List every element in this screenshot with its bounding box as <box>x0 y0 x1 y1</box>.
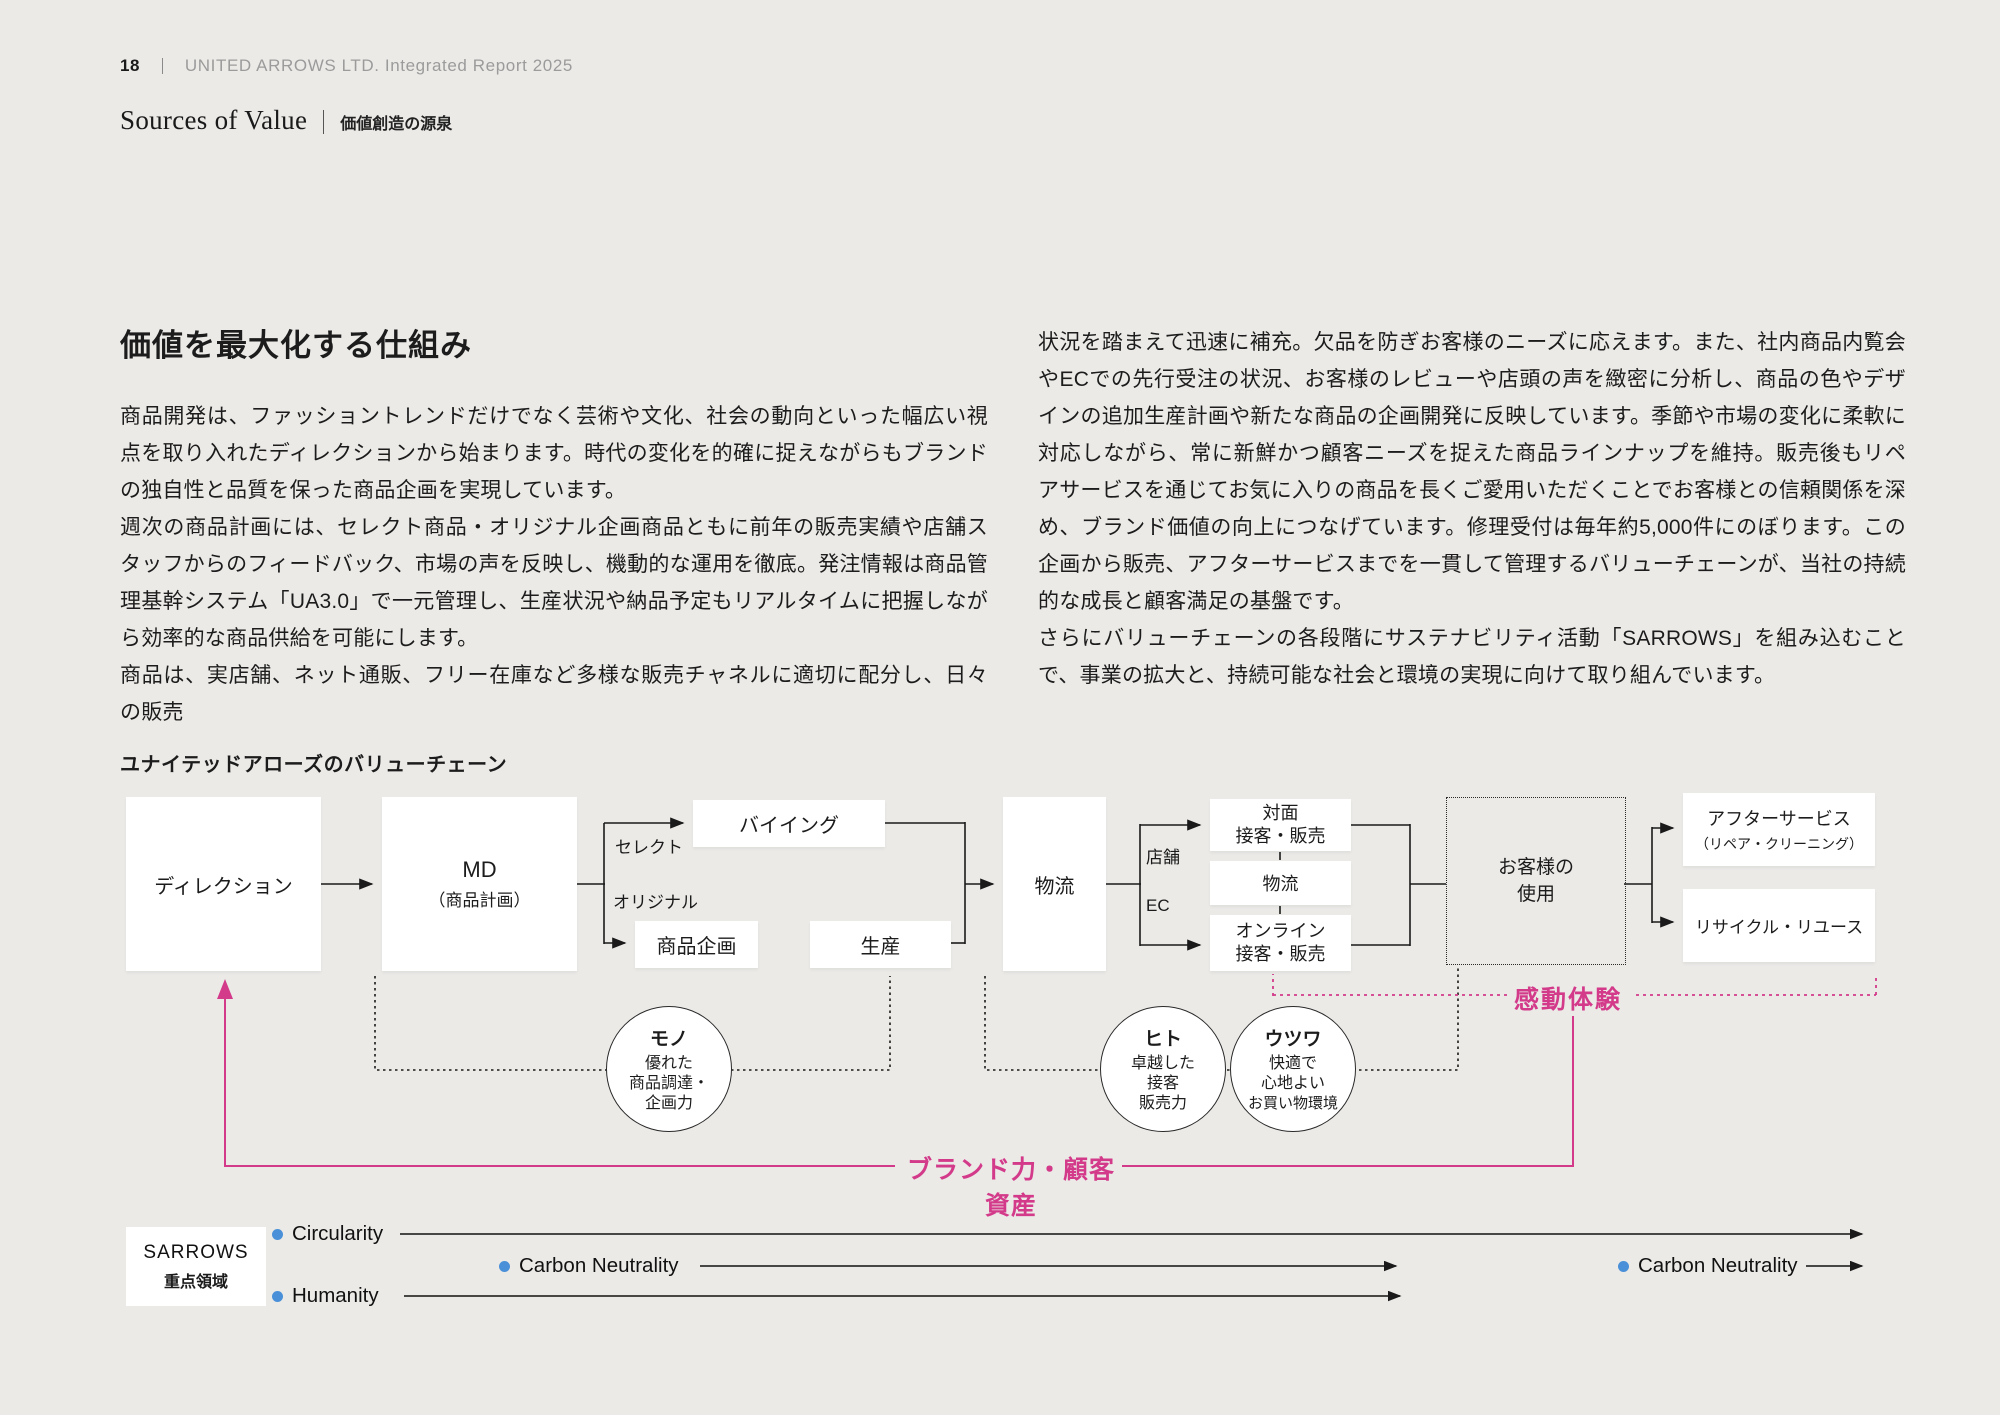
circle-mono-line: 企画力 <box>644 1095 693 1112</box>
sarrows-item-circularity: Circularity <box>272 1222 383 1246</box>
sarrows-item-carbon-neutrality-right: Carbon Neutrality <box>1618 1254 1798 1278</box>
box-logistics: 物流 <box>1003 797 1106 971</box>
circle-utsuwa-line: 心地よい <box>1260 1075 1325 1092</box>
branch-label-select: セレクト <box>615 838 683 857</box>
sarrows-item-humanity: Humanity <box>272 1284 379 1308</box>
branch-label-ec: EC <box>1146 896 1170 915</box>
section-title-ja: 価値創造の源泉 <box>340 116 453 133</box>
box-production: 生産 <box>810 921 951 968</box>
sarrows-item-label: Circularity <box>292 1222 384 1245</box>
report-title: UNITED ARROWS LTD. Integrated Report 202… <box>184 56 573 75</box>
page-number: 18 <box>120 56 140 75</box>
circle-hito-line: 接客 <box>1146 1075 1179 1092</box>
circle-mono: モノ 優れた 商品調達・ 企画力 <box>606 1006 732 1132</box>
box-production-label: 生産 <box>860 936 901 958</box>
circle-utsuwa-line: 快適で <box>1268 1055 1317 1072</box>
box-logistics-small-label: 物流 <box>1262 874 1299 894</box>
box-customer-use: お客様の 使用 <box>1446 797 1626 965</box>
box-recycle-reuse: リサイクル・リユース <box>1683 889 1875 962</box>
sarrows-item-label: Carbon Neutrality <box>1638 1254 1798 1277</box>
box-store-sales-line2: 接客・販売 <box>1235 826 1326 846</box>
box-md: MD （商品計画） <box>382 797 577 971</box>
sarrows-box-title: SARROWS <box>143 1241 249 1263</box>
article-heading: 価値を最大化する仕組み <box>120 328 472 363</box>
box-after-service-line1: アフターサービス <box>1707 809 1851 829</box>
box-online-sales-line2: 接客・販売 <box>1235 944 1326 964</box>
box-logistics-label: 物流 <box>1034 875 1075 898</box>
circle-hito-line: 販売力 <box>1138 1095 1187 1112</box>
box-product-planning: 商品企画 <box>635 921 758 968</box>
circle-hito-line: 卓越した <box>1130 1055 1195 1072</box>
label-brand-customer-assets: ブランド力・顧客資産 <box>906 1156 1115 1220</box>
sarrows-item-carbon-neutrality: Carbon Neutrality <box>499 1254 679 1278</box>
sarrows-item-label: Humanity <box>292 1284 379 1307</box>
paragraph: 商品開発は、ファッショントレンドだけでなく芸術や文化、社会の動向といった幅広い視… <box>120 405 988 502</box>
circle-mono-line: 優れた <box>644 1055 693 1072</box>
bullet-dot-icon <box>1618 1260 1629 1272</box>
bullet-dot-icon <box>499 1260 510 1272</box>
sarrows-box: SARROWS 重点領域 <box>126 1227 266 1306</box>
box-online-sales-line1: オンライン <box>1235 921 1326 941</box>
circle-mono-title: モノ <box>649 1029 688 1050</box>
article-left-column: 商品開発は、ファッショントレンドだけでなく芸術や文化、社会の動向といった幅広い視… <box>120 398 988 731</box>
box-customer-use-line2: 使用 <box>1516 884 1555 905</box>
paragraph: 商品は、実店舗、ネット通販、フリー在庫など多様な販売チャネルに適切に配分し、日々… <box>120 664 988 724</box>
paragraph: さらにバリューチェーンの各段階にサステナビリティ活動「SARROWS」を組み込む… <box>1038 627 1906 687</box>
box-logistics-small: 物流 <box>1210 861 1351 905</box>
box-store-sales: 対面 接客・販売 <box>1210 799 1351 851</box>
circle-hito-title: ヒト <box>1143 1029 1182 1050</box>
box-direction: ディレクション <box>126 797 321 971</box>
bullet-dot-icon <box>272 1290 283 1302</box>
circle-mono-line: 商品調達・ <box>628 1075 709 1092</box>
box-after-service-line2: （リペア・クリーニング） <box>1695 836 1863 852</box>
section-divider <box>323 109 325 134</box>
circle-hito: ヒト 卓越した 接客 販売力 <box>1100 1006 1226 1132</box>
circle-utsuwa-line: お買い物環境 <box>1247 1095 1338 1112</box>
box-customer-use-line1: お客様の <box>1497 857 1574 878</box>
box-after-service: アフターサービス （リペア・クリーニング） <box>1683 793 1875 866</box>
article-right-column: 状況を踏まえて迅速に補充。欠品を防ぎお客様のニーズに応えます。また、社内商品内覧… <box>1038 324 1906 694</box>
box-online-sales: オンライン 接客・販売 <box>1210 915 1351 971</box>
paragraph: 状況を踏まえて迅速に補充。欠品を防ぎお客様のニーズに応えます。また、社内商品内覧… <box>1038 331 1906 613</box>
header-divider <box>161 58 163 74</box>
box-md-sublabel: （商品計画） <box>428 891 531 910</box>
paragraph: 週次の商品計画には、セレクト商品・オリジナル企画商品ともに前年の販売実績や店舗ス… <box>120 516 988 650</box>
section-title-en: Sources of Value <box>120 105 308 135</box>
circle-utsuwa: ウツワ 快適で 心地よい お買い物環境 <box>1230 1006 1356 1132</box>
sarrows-box-subtitle: 重点領域 <box>163 1273 228 1291</box>
page-header: 18 UNITED ARROWS LTD. Integrated Report … <box>120 56 573 76</box>
box-store-sales-line1: 対面 <box>1262 803 1299 823</box>
label-emotional-experience: 感動体験 <box>1514 986 1623 1014</box>
section-title: Sources of Value 価値創造の源泉 <box>120 105 452 136</box>
box-md-label: MD <box>462 857 497 882</box>
branch-label-store: 店舗 <box>1146 848 1180 867</box>
sarrows-item-label: Carbon Neutrality <box>519 1254 679 1277</box>
box-recycle-reuse-label: リサイクル・リユース <box>1694 918 1864 937</box>
circle-utsuwa-title: ウツワ <box>1264 1029 1322 1050</box>
box-product-planning-label: 商品企画 <box>656 936 737 958</box>
bullet-dot-icon <box>272 1228 283 1240</box>
box-buying: バイイング <box>693 800 885 847</box>
box-direction-label: ディレクション <box>154 875 293 898</box>
box-buying-label: バイイング <box>739 815 839 837</box>
diagram-title: ユナイテッドアローズのバリューチェーン <box>120 754 508 776</box>
branch-label-original: オリジナル <box>613 893 698 912</box>
